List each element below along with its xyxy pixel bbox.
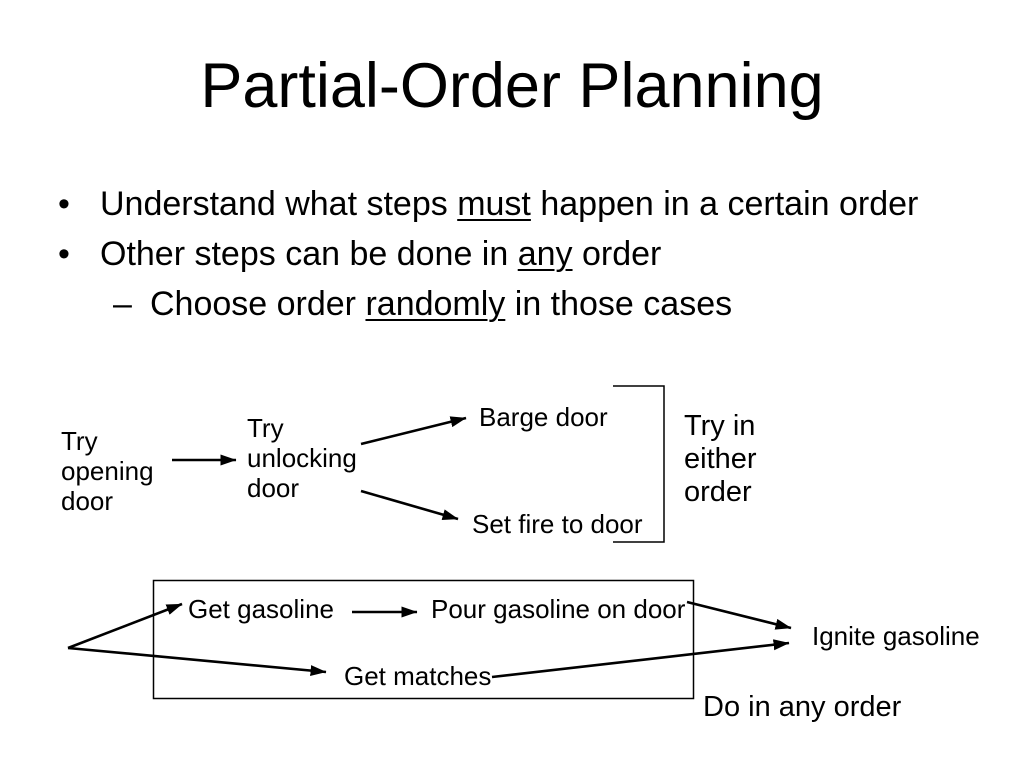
bullet-text: Understand what steps must happen in a c… xyxy=(100,185,918,223)
sub-bullet-item: –Choose order randomly in those cases xyxy=(113,284,732,324)
sub-bullet-dash: – xyxy=(113,285,132,323)
arrow-pour-to-ignite xyxy=(686,600,792,630)
bullet-text-after: happen in a certain order xyxy=(530,185,919,223)
bullet-item-2: • Other steps can be done in any order xyxy=(58,234,661,274)
arrow-getmatches-to-ignite xyxy=(491,639,790,679)
node-get-matches: Get matches xyxy=(344,661,492,691)
note-try-in-either-order: Try in either order xyxy=(684,410,757,508)
bullet-marker: • xyxy=(58,235,70,273)
arrow-unlocking-to-setfire xyxy=(360,489,459,521)
bullet-item-1: • Understand what steps must happen in a … xyxy=(58,184,918,224)
node-ignite-gasoline: Ignite gasoline xyxy=(812,621,980,651)
arrow-start-to-getgasoline xyxy=(67,602,183,650)
bullet-marker: • xyxy=(58,185,70,223)
bullet-text: Choose order randomly in those cases xyxy=(150,285,732,323)
bullet-underlined-word: randomly xyxy=(365,285,506,323)
node-try-opening-door: Try opening door xyxy=(61,426,154,516)
bullet-text-before: Understand what steps xyxy=(100,185,458,223)
bullet-text-after: in those cases xyxy=(505,285,733,323)
node-get-gasoline: Get gasoline xyxy=(188,594,334,624)
any-order-box xyxy=(152,579,695,700)
bullet-underlined-word: any xyxy=(517,235,573,273)
bracket-either-order xyxy=(613,385,665,543)
node-set-fire-to-door: Set fire to door xyxy=(472,509,643,539)
bullet-text-after: order xyxy=(572,235,662,273)
bullet-text-before: Other steps can be done in xyxy=(100,235,518,273)
slide-title: Partial-Order Planning xyxy=(200,51,824,121)
bullet-text: Other steps can be done in any order xyxy=(100,235,661,273)
node-try-unlocking-door: Try unlocking door xyxy=(247,413,357,503)
bullet-text-before: Choose order xyxy=(150,285,366,323)
arrow-unlocking-to-barge xyxy=(360,416,467,446)
note-do-in-any-order: Do in any order xyxy=(703,691,902,723)
bullet-underlined-word: must xyxy=(457,185,531,223)
arrow-start-to-getmatches xyxy=(67,646,327,677)
node-barge-door: Barge door xyxy=(479,402,608,432)
node-pour-gasoline-on-door: Pour gasoline on door xyxy=(431,594,686,624)
